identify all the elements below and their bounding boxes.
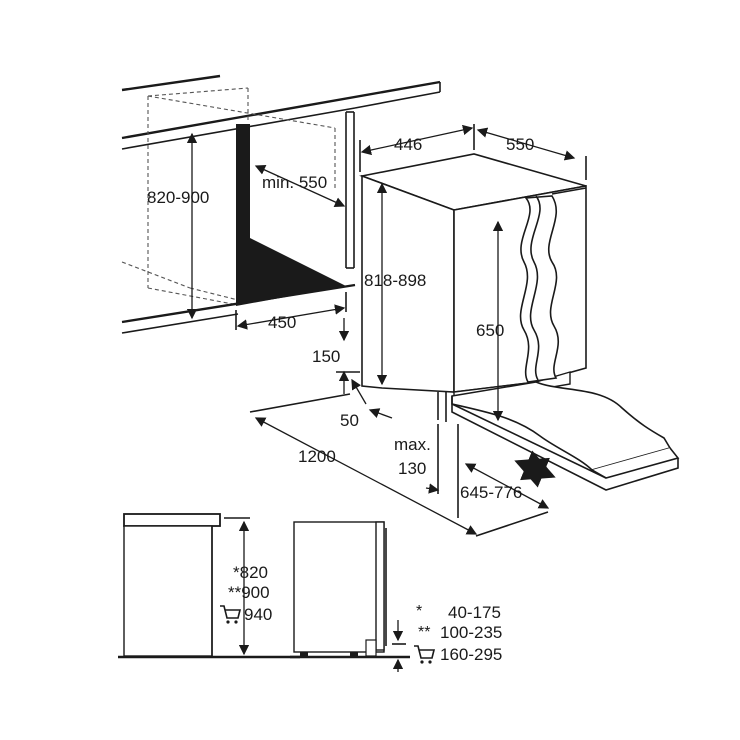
dim-645-776: 645-776 bbox=[460, 450, 556, 537]
legend-value-1: 40-175 bbox=[448, 603, 501, 622]
label-min-550: min. 550 bbox=[262, 173, 327, 192]
dim-150: 150 bbox=[312, 318, 360, 394]
dim-1200: 1200 bbox=[249, 393, 478, 535]
label-max-130: 130 bbox=[398, 459, 426, 478]
label-150: 150 bbox=[312, 347, 340, 366]
dim-446: 446 bbox=[359, 124, 475, 172]
niche-side-panel bbox=[236, 111, 355, 306]
label-900: **900 bbox=[228, 583, 270, 602]
cart-icon bbox=[220, 605, 242, 624]
label-818-898: 818-898 bbox=[364, 271, 426, 290]
label-446: 446 bbox=[394, 135, 422, 154]
label-645-776: 645-776 bbox=[460, 483, 522, 502]
legend-marker-2: ** bbox=[418, 624, 430, 641]
legend-value-2: 100-235 bbox=[440, 623, 502, 642]
door-open-flap bbox=[451, 381, 680, 491]
side-view-left: *820 **900 940 bbox=[118, 513, 300, 659]
label-50: 50 bbox=[340, 411, 359, 430]
label-940: 940 bbox=[244, 605, 272, 624]
dim-max-130: max. 130 bbox=[394, 424, 459, 518]
legend-value-3: 160-295 bbox=[440, 645, 502, 664]
label-450: 450 bbox=[268, 313, 296, 332]
dim-818-898: 818-898 bbox=[364, 182, 426, 386]
dim-650: 650 bbox=[476, 220, 504, 422]
cart-icon bbox=[414, 645, 436, 664]
dim-550-top: 550 bbox=[476, 127, 587, 180]
door-panel bbox=[519, 187, 587, 383]
side-view-right bbox=[290, 521, 410, 672]
dim-450: 450 bbox=[235, 292, 347, 332]
dim-min-550: min. 550 bbox=[254, 165, 346, 207]
plinth-legend: * 40-175 ** 100-235 160-295 bbox=[414, 603, 502, 664]
label-650: 650 bbox=[476, 321, 504, 340]
label-820-900: 820-900 bbox=[147, 188, 209, 207]
legend-marker-1: * bbox=[416, 603, 422, 620]
label-550-top: 550 bbox=[506, 135, 534, 154]
label-max: max. bbox=[394, 435, 431, 454]
dim-820-900: 820-900 bbox=[147, 132, 209, 320]
label-820: *820 bbox=[233, 563, 268, 582]
label-1200: 1200 bbox=[298, 447, 336, 466]
